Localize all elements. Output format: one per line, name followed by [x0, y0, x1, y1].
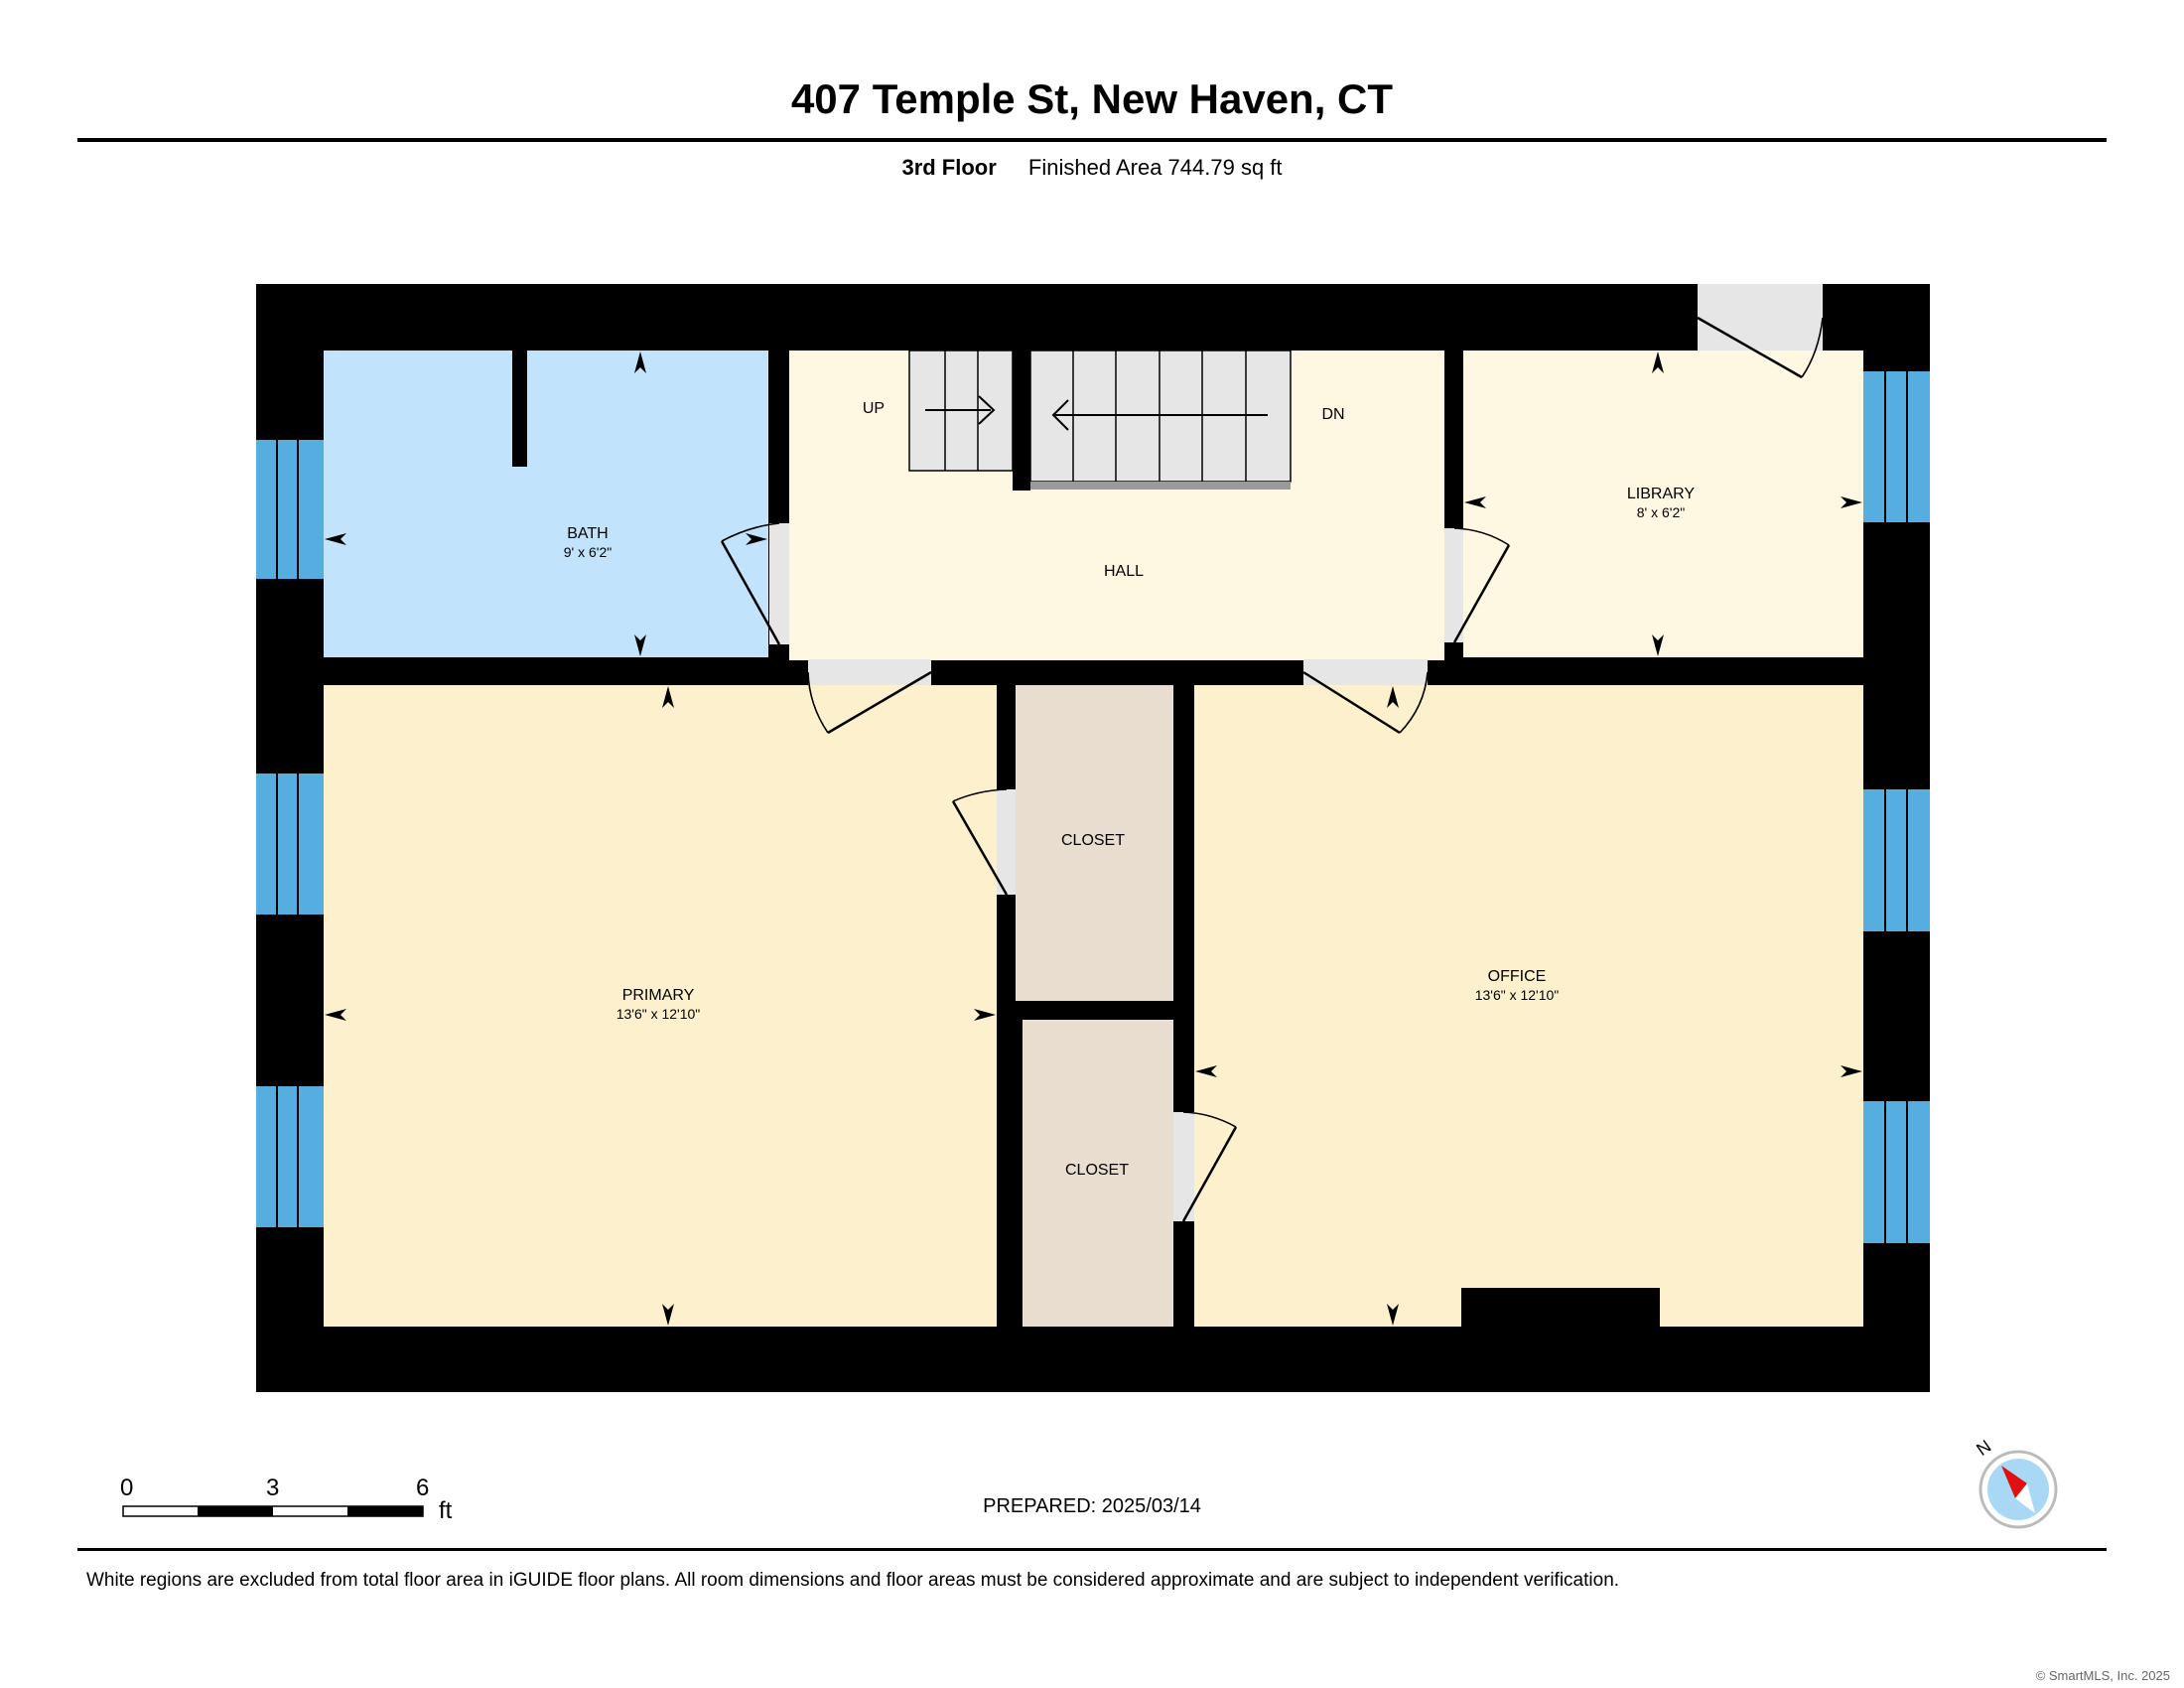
primary-label: PRIMARY 13'6" x 12'10" — [615, 987, 701, 1022]
office-label: OFFICE 13'6" x 12'10" — [1474, 968, 1560, 1003]
plan-subtitle: 3rd Floor Finished Area 744.79 sq ft — [0, 155, 2184, 181]
exterior-door-opening — [1698, 284, 1823, 351]
header-rule — [77, 138, 2107, 142]
closet-bottom-room — [1023, 1020, 1173, 1327]
window — [256, 440, 324, 579]
library-door — [1444, 527, 1511, 643]
compass-icon — [1979, 1450, 2058, 1529]
floor-label: 3rd Floor — [901, 155, 997, 180]
disclaimer-text: White regions are excluded from total fl… — [86, 1570, 1620, 1591]
closet-bottom-door — [1173, 1111, 1238, 1222]
prepared-date: PREPARED: 2025/03/14 — [983, 1495, 1201, 1517]
plan-title: 407 Temple St, New Haven, CT — [790, 75, 1394, 122]
window — [256, 1086, 324, 1227]
footer-rule — [77, 1548, 2107, 1551]
stairs-up-label: UP — [862, 400, 886, 417]
closet-top-door — [951, 788, 1016, 896]
library-room — [1463, 351, 1863, 657]
library-label: LIBRARY 8' x 6'2" — [1626, 486, 1696, 520]
scale-bar — [122, 1505, 424, 1517]
stairs-up — [908, 350, 1014, 472]
primary-room — [324, 685, 997, 1327]
stairs-down — [1029, 350, 1292, 490]
closet-bottom-label: CLOSET — [1064, 1162, 1129, 1179]
scale-tick-3: 3 — [266, 1475, 280, 1501]
scale-tick-0: 0 — [120, 1475, 134, 1501]
hall-label: HALL — [1103, 563, 1145, 580]
stairs-down-label: DN — [1321, 406, 1345, 423]
stair-wall — [1013, 351, 1030, 491]
scale-tick-6: 6 — [416, 1475, 430, 1501]
window — [1863, 789, 1930, 931]
dimension-markers — [325, 352, 1862, 1326]
office-door — [1302, 659, 1429, 735]
bath-door — [720, 522, 789, 645]
bath-room — [324, 351, 768, 657]
closet-top-label: CLOSET — [1060, 832, 1125, 849]
window — [1863, 371, 1930, 522]
scale-unit: ft — [439, 1497, 453, 1524]
bath-label: BATH 9' x 6'2" — [563, 525, 613, 560]
copyright-text: © SmartMLS, Inc. 2025 — [2035, 1668, 2170, 1683]
window — [1863, 1101, 1930, 1243]
primary-door — [807, 659, 932, 735]
finished-area: Finished Area 744.79 sq ft — [1027, 155, 1283, 180]
window — [256, 774, 324, 914]
office-room — [1194, 685, 1863, 1327]
closet-top-room — [1016, 685, 1173, 1001]
